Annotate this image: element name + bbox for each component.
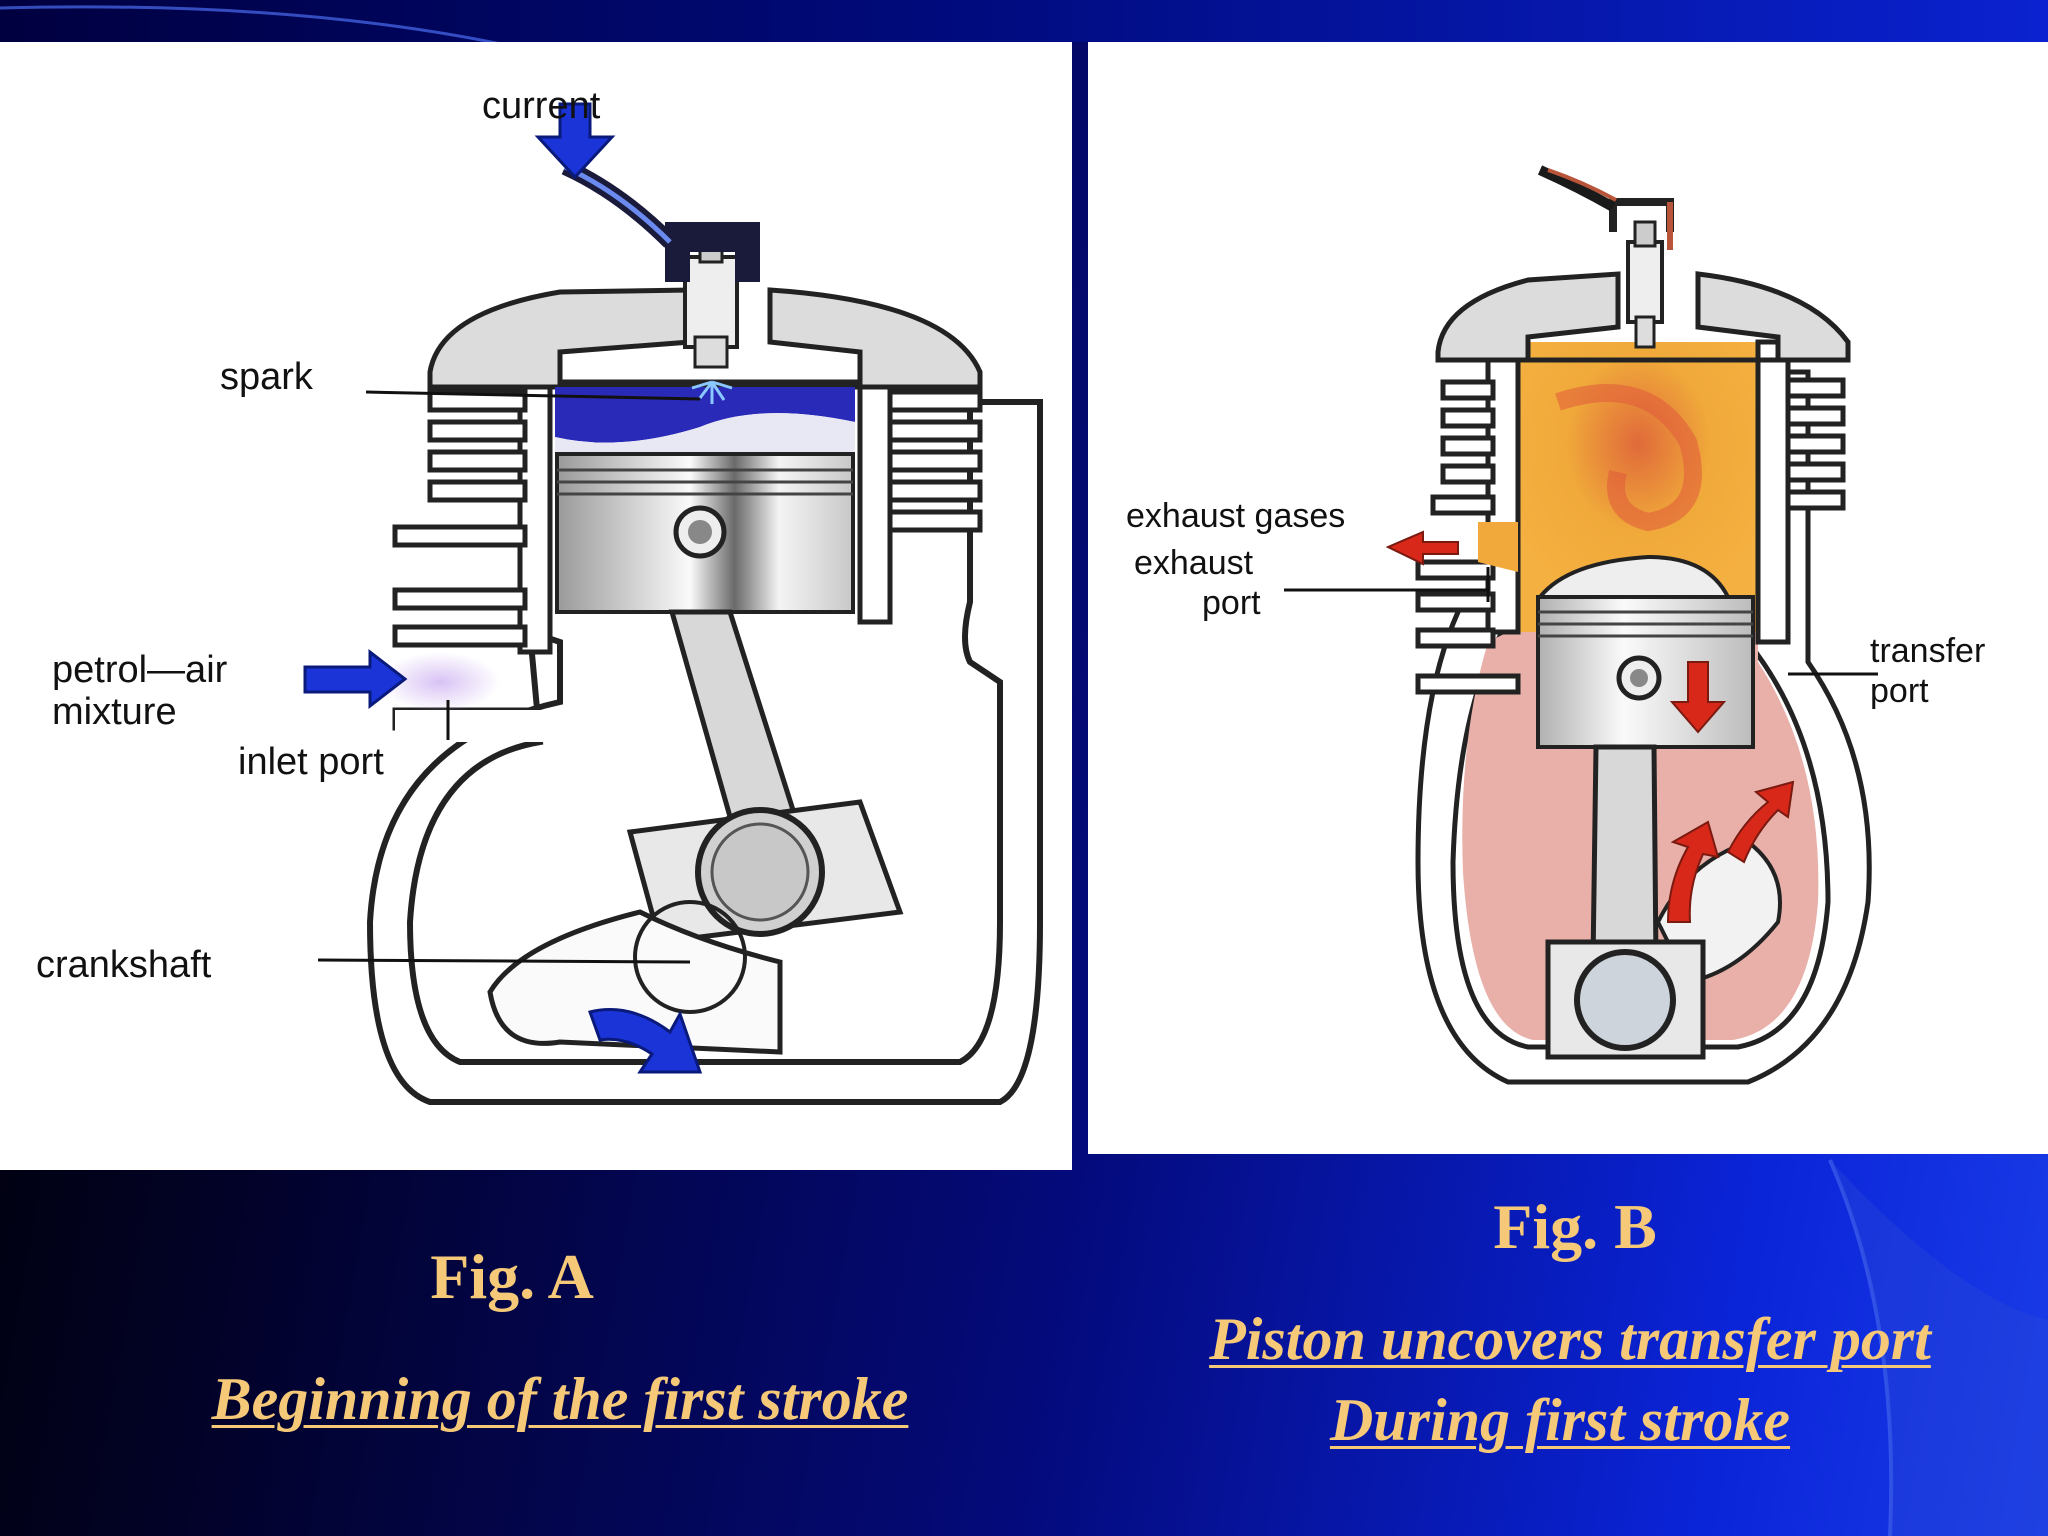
spark-glow bbox=[691, 380, 733, 404]
cylinder-right-wall bbox=[857, 359, 893, 625]
label-crankshaft: crankshaft bbox=[36, 944, 212, 986]
red-arrow-icon bbox=[1666, 820, 1720, 923]
blue-arrow-icon bbox=[534, 102, 616, 180]
cylinder-right-wall bbox=[1755, 339, 1791, 645]
blue-arrow-icon bbox=[588, 1008, 703, 1074]
red-arrow-icon bbox=[1385, 530, 1459, 566]
crankshaft-web bbox=[487, 909, 783, 1055]
label-inlet-port: inlet port bbox=[238, 741, 384, 783]
figure-b-label: Fig. B bbox=[1493, 1191, 1657, 1262]
label-exhaust-gases: exhaust gases bbox=[1126, 497, 1345, 535]
cylinder-head bbox=[1435, 271, 1851, 363]
label-mixture: mixture bbox=[52, 691, 177, 733]
inlet-duct bbox=[395, 710, 560, 742]
label-spark: spark bbox=[220, 356, 314, 398]
combustion-chamber bbox=[555, 387, 855, 443]
figure-b-caption-line1: Piston uncovers transfer port bbox=[1209, 1306, 1931, 1372]
label-current: current bbox=[482, 85, 601, 127]
piston-crown bbox=[1535, 554, 1732, 599]
red-arrow-icon bbox=[1669, 661, 1727, 734]
spark-leader-line bbox=[365, 390, 701, 401]
label-transfer: transfer bbox=[1870, 632, 1985, 670]
exhaust-plume bbox=[1478, 522, 1518, 572]
blue-arrow-icon bbox=[303, 648, 408, 710]
figure-b-panel: exhaust gases exhaust port transfer port bbox=[1088, 42, 2048, 1154]
cooling-fins-left bbox=[392, 389, 538, 731]
slide-top-band bbox=[0, 0, 2048, 42]
figure-b-caption-line2: During first stroke bbox=[1329, 1387, 1791, 1453]
crankshaft-leader-line bbox=[317, 958, 691, 964]
ht-lead bbox=[561, 159, 676, 248]
spark-plug-icon bbox=[1609, 198, 1674, 349]
label-petrol-air: petrol—air bbox=[52, 649, 228, 691]
cylinder-head bbox=[427, 287, 983, 390]
label-exhaust: exhaust bbox=[1134, 544, 1254, 582]
connecting-rod bbox=[1590, 744, 1659, 965]
figure-a-engine-diagram: current spark petrol—air mixture inlet p… bbox=[36, 85, 1043, 1105]
label-exhaust-port: port bbox=[1202, 584, 1261, 622]
label-transfer-port: port bbox=[1870, 672, 1929, 710]
ht-lead bbox=[1537, 165, 1616, 212]
figure-b-engine-diagram: exhaust gases exhaust port transfer port bbox=[1126, 165, 1985, 1085]
figure-a-label: Fig. A bbox=[430, 1241, 594, 1312]
spark-plug-icon bbox=[665, 222, 760, 369]
red-arrow-icon bbox=[1726, 780, 1795, 864]
figure-a-caption: Beginning of the first stroke bbox=[211, 1366, 909, 1432]
cooling-fins-right bbox=[1785, 377, 1846, 511]
figure-a-panel: current spark petrol—air mixture inlet p… bbox=[0, 42, 1072, 1170]
cooling-fins-right bbox=[887, 389, 983, 533]
cooling-fins-left bbox=[1415, 379, 1521, 695]
